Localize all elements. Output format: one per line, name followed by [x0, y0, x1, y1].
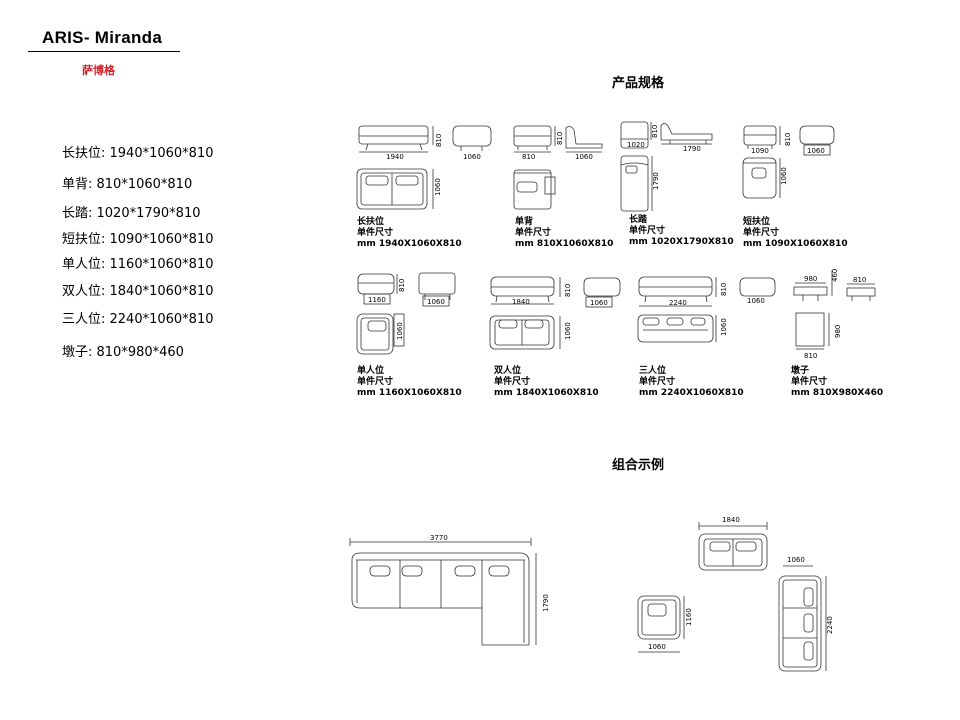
drawing-single-seat: 1160 810 1060 1060 — [356, 272, 456, 355]
dim-label: 1060 — [807, 147, 825, 155]
drawing-short-arm: 1090 810 1060 1060 — [742, 125, 835, 199]
product-unit: 单件尺寸 — [357, 377, 394, 387]
product-unit: 单件尺寸 — [629, 226, 666, 236]
dim-label: 2240 — [669, 299, 687, 307]
dim-label: 980 — [834, 325, 842, 338]
product-unit: 单件尺寸 — [357, 228, 394, 238]
product-size: mm 1840X1060X810 — [494, 388, 599, 398]
product-size: mm 2240X1060X810 — [639, 388, 744, 398]
combo-example-a: 3770 1790 — [349, 534, 550, 646]
dim-label: 810 — [804, 352, 817, 360]
dim-label: 810 — [398, 279, 406, 292]
product-name: 双人位 — [494, 366, 522, 376]
dim-label: 810 — [564, 284, 572, 297]
dim-label: 810 — [853, 276, 866, 284]
dim-label: 1940 — [386, 153, 404, 161]
dim-label: 810 — [522, 153, 535, 161]
dim-label: 1790 — [542, 594, 550, 612]
spec-section-title: 产品规格 — [612, 76, 665, 91]
spec-item: 长踏: 1020*1790*810 — [62, 206, 201, 221]
dim-label: 810 — [435, 134, 443, 147]
product-name: 长扶位 — [357, 217, 385, 227]
combo-section-title: 组合示例 — [612, 458, 665, 473]
product-name: 墩子 — [791, 366, 810, 376]
drawing-long-arm: 1940 810 1060 1060 — [356, 125, 492, 210]
dim-label: 810 — [720, 283, 728, 296]
dim-label: 1060 — [434, 178, 442, 196]
product-unit: 单件尺寸 — [743, 228, 780, 238]
spec-item: 双人位: 1840*1060*810 — [62, 284, 214, 299]
dim-label: 1060 — [747, 297, 765, 305]
dim-label: 1060 — [564, 322, 572, 340]
brand-divider — [28, 51, 180, 52]
drawing-chaise: 1020 810 1790 1790 — [620, 121, 713, 212]
spec-item: 长扶位: 1940*1060*810 — [62, 146, 214, 161]
dim-label: 1790 — [652, 172, 660, 190]
dim-label: 1060 — [720, 318, 728, 336]
drawing-three-seat: 2240 810 1060 1060 — [637, 276, 776, 343]
product-name: 单背 — [515, 217, 534, 227]
dim-label: 980 — [804, 275, 817, 283]
dim-label: 1060 — [463, 153, 481, 161]
spec-item: 短扶位: 1090*1060*810 — [62, 232, 214, 247]
drawing-ottoman: 980 460 810 980 810 — [793, 269, 876, 360]
combo-example-b: 1840 1060 2240 1160 1060 — [637, 516, 834, 672]
product-size: mm 810X980X460 — [791, 388, 884, 398]
product-size: mm 810X1060X810 — [515, 239, 614, 249]
dim-label: 810 — [556, 132, 564, 145]
product-name: 三人位 — [639, 366, 667, 376]
dim-label: 3770 — [430, 534, 448, 542]
product-size: mm 1160X1060X810 — [357, 388, 462, 398]
spec-item: 墩子: 810*980*460 — [62, 345, 184, 360]
dim-label: 1060 — [590, 299, 608, 307]
spec-item: 单背: 810*1060*810 — [62, 177, 193, 192]
dim-label: 2240 — [826, 616, 834, 634]
spec-item: 单人位: 1160*1060*810 — [62, 257, 214, 272]
dim-label: 1060 — [787, 556, 805, 564]
product-name: 单人位 — [357, 366, 385, 376]
dim-label: 1060 — [780, 167, 788, 185]
brand-title: ARIS- Miranda — [42, 28, 163, 47]
dim-label: 1020 — [627, 141, 645, 149]
product-unit: 单件尺寸 — [494, 377, 531, 387]
product-name: 短扶位 — [743, 217, 771, 227]
dim-label: 1160 — [685, 608, 693, 626]
drawing-two-seat: 1840 810 1060 1060 — [489, 276, 621, 350]
product-unit: 单件尺寸 — [639, 377, 676, 387]
dim-label: 1840 — [722, 516, 740, 524]
dim-label: 1060 — [648, 643, 666, 651]
drawing-single-back: 810 810 1060 — [513, 125, 603, 210]
product-size: mm 1090X1060X810 — [743, 239, 848, 249]
product-size: mm 1020X1790X810 — [629, 237, 734, 247]
dim-label: 810 — [651, 125, 659, 138]
dim-label: 810 — [784, 133, 792, 146]
brand-subtitle: 萨博格 — [82, 64, 115, 77]
dim-label: 1060 — [575, 153, 593, 161]
product-name: 长踏 — [629, 215, 648, 225]
dim-label: 1840 — [512, 298, 530, 306]
spec-item: 三人位: 2240*1060*810 — [62, 312, 214, 327]
dim-label: 1790 — [683, 145, 701, 153]
product-unit: 单件尺寸 — [791, 377, 828, 387]
dim-label: 1060 — [427, 298, 445, 306]
product-size: mm 1940X1060X810 — [357, 239, 462, 249]
dim-label: 1060 — [396, 322, 404, 340]
product-unit: 单件尺寸 — [515, 228, 552, 238]
dim-label: 460 — [831, 269, 839, 282]
dim-label: 1090 — [751, 147, 769, 155]
dim-label: 1160 — [368, 296, 386, 304]
